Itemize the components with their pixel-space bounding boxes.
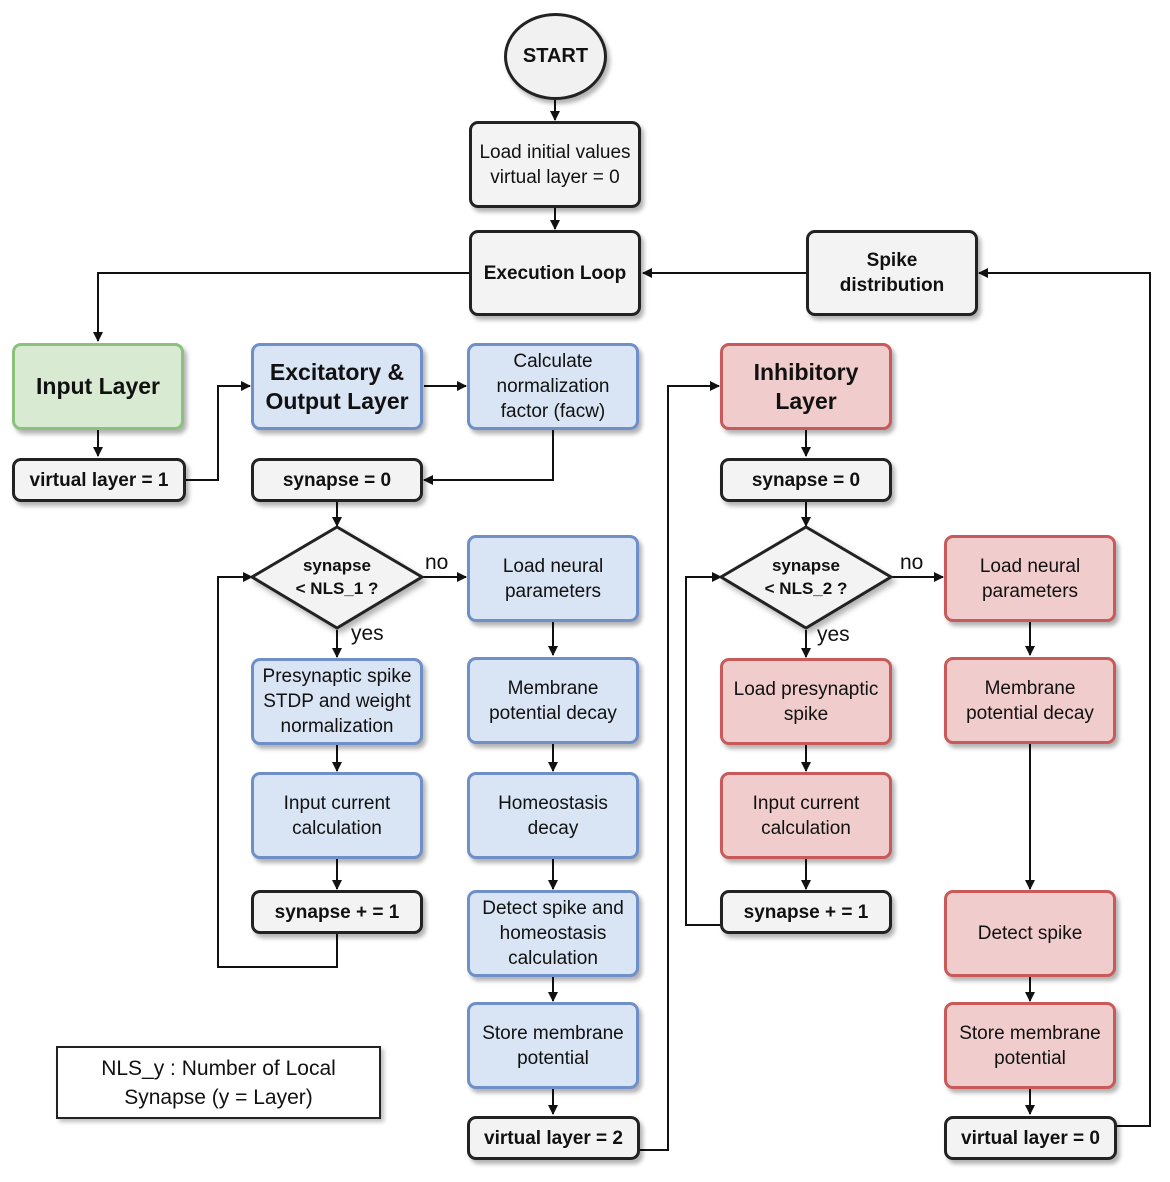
inh-membrane-decay: Membrane potential decay xyxy=(944,657,1116,744)
inh-decision-label: synapse < NLS_2 ? xyxy=(764,556,848,598)
execution-loop: Execution Loop xyxy=(469,230,641,316)
virtual-layer-1: virtual layer = 1 xyxy=(12,458,186,502)
edge-vl1-to-excitatory xyxy=(186,381,251,481)
inh-store-membrane: Store membrane potential xyxy=(944,1002,1116,1089)
start-node: START xyxy=(504,13,607,100)
inh-synapse-zero: synapse = 0 xyxy=(720,458,892,502)
virtual-layer-0: virtual layer = 0 xyxy=(944,1116,1117,1160)
inh-load-presynaptic-spike: Load presynaptic spike xyxy=(720,658,892,745)
exc-synapse-increment: synapse + = 1 xyxy=(251,890,423,934)
excitatory-output-layer: Excitatory & Output Layer xyxy=(251,343,423,430)
inh-no-label: no xyxy=(900,551,924,574)
inhibitory-layer: Inhibitory Layer xyxy=(720,343,892,430)
inh-synapse-increment: synapse + = 1 xyxy=(720,890,892,934)
load-initial-values: Load initial values virtual layer = 0 xyxy=(469,121,641,208)
exc-input-current: Input current calculation xyxy=(251,772,423,859)
exc-membrane-decay: Membrane potential decay xyxy=(467,657,639,744)
exc-detect-spike: Detect spike and homeostasis calculation xyxy=(467,890,639,977)
input-layer: Input Layer xyxy=(12,343,184,430)
exc-decision-label: synapse < NLS_1 ? xyxy=(295,556,379,598)
exc-store-membrane: Store membrane potential xyxy=(467,1002,639,1089)
exc-load-neural-parameters: Load neural parameters xyxy=(467,535,639,622)
edge-vl0-to-spike xyxy=(978,268,1151,1127)
virtual-layer-2: virtual layer = 2 xyxy=(467,1116,640,1160)
edge-inh-inc-loop xyxy=(685,572,722,926)
inh-detect-spike: Detect spike xyxy=(944,890,1116,977)
exc-no-label: no xyxy=(425,551,449,574)
spike-distribution: Spike distribution xyxy=(806,230,978,316)
exc-decision-diamond xyxy=(249,525,425,630)
inh-decision-diamond xyxy=(718,525,894,630)
inh-input-current: Input current calculation xyxy=(720,772,892,859)
edge-vl2-to-inhibitory xyxy=(640,381,720,1151)
exc-homeostasis-decay: Homeostasis decay xyxy=(467,772,639,859)
inh-yes-label: yes xyxy=(817,623,850,646)
exc-synapse-zero: synapse = 0 xyxy=(251,458,423,502)
exc-presynaptic-stdp: Presynaptic spike STDP and weight normal… xyxy=(251,658,423,745)
exc-yes-label: yes xyxy=(351,622,384,645)
edge-inc-loop xyxy=(217,572,338,968)
edge-loop-to-input xyxy=(93,272,470,342)
calculate-normalization: Calculate normalization factor (facw) xyxy=(467,343,639,430)
inh-load-neural-parameters: Load neural parameters xyxy=(944,535,1116,622)
legend-note: NLS_y : Number of Local Synapse (y = Lay… xyxy=(56,1046,381,1119)
edge-calc-to-syn0 xyxy=(423,430,554,485)
